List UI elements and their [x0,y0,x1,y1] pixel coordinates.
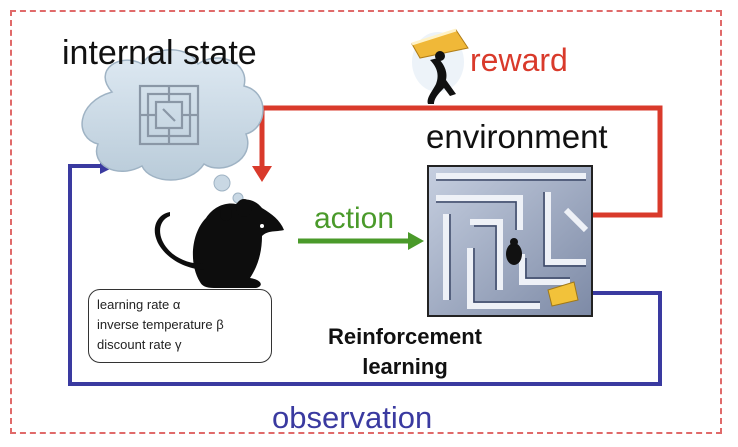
parameters-box: learning rate α inverse temperature β di… [88,289,272,363]
parameter-item: inverse temperature β [97,317,224,332]
reinforcement-learning-label: Reinforcement learning [327,324,483,379]
maze-icon [138,84,200,146]
running-mouse-cheese-icon [411,28,469,104]
internal-state-label: internal state [62,34,257,72]
action-label: action [314,202,395,235]
thought-cloud-icon [81,49,264,204]
maze-scene-icon [427,165,593,317]
reward-arrow [252,105,663,218]
parameter-item: learning rate α [97,297,181,312]
action-arrow [298,232,424,250]
environment-label: environment [426,118,608,155]
reward-label: reward [470,42,568,78]
dashed-frame [10,10,722,434]
rat-icon [154,199,284,288]
observation-label: observation [272,400,433,435]
parameter-item: discount rate γ [97,337,182,352]
